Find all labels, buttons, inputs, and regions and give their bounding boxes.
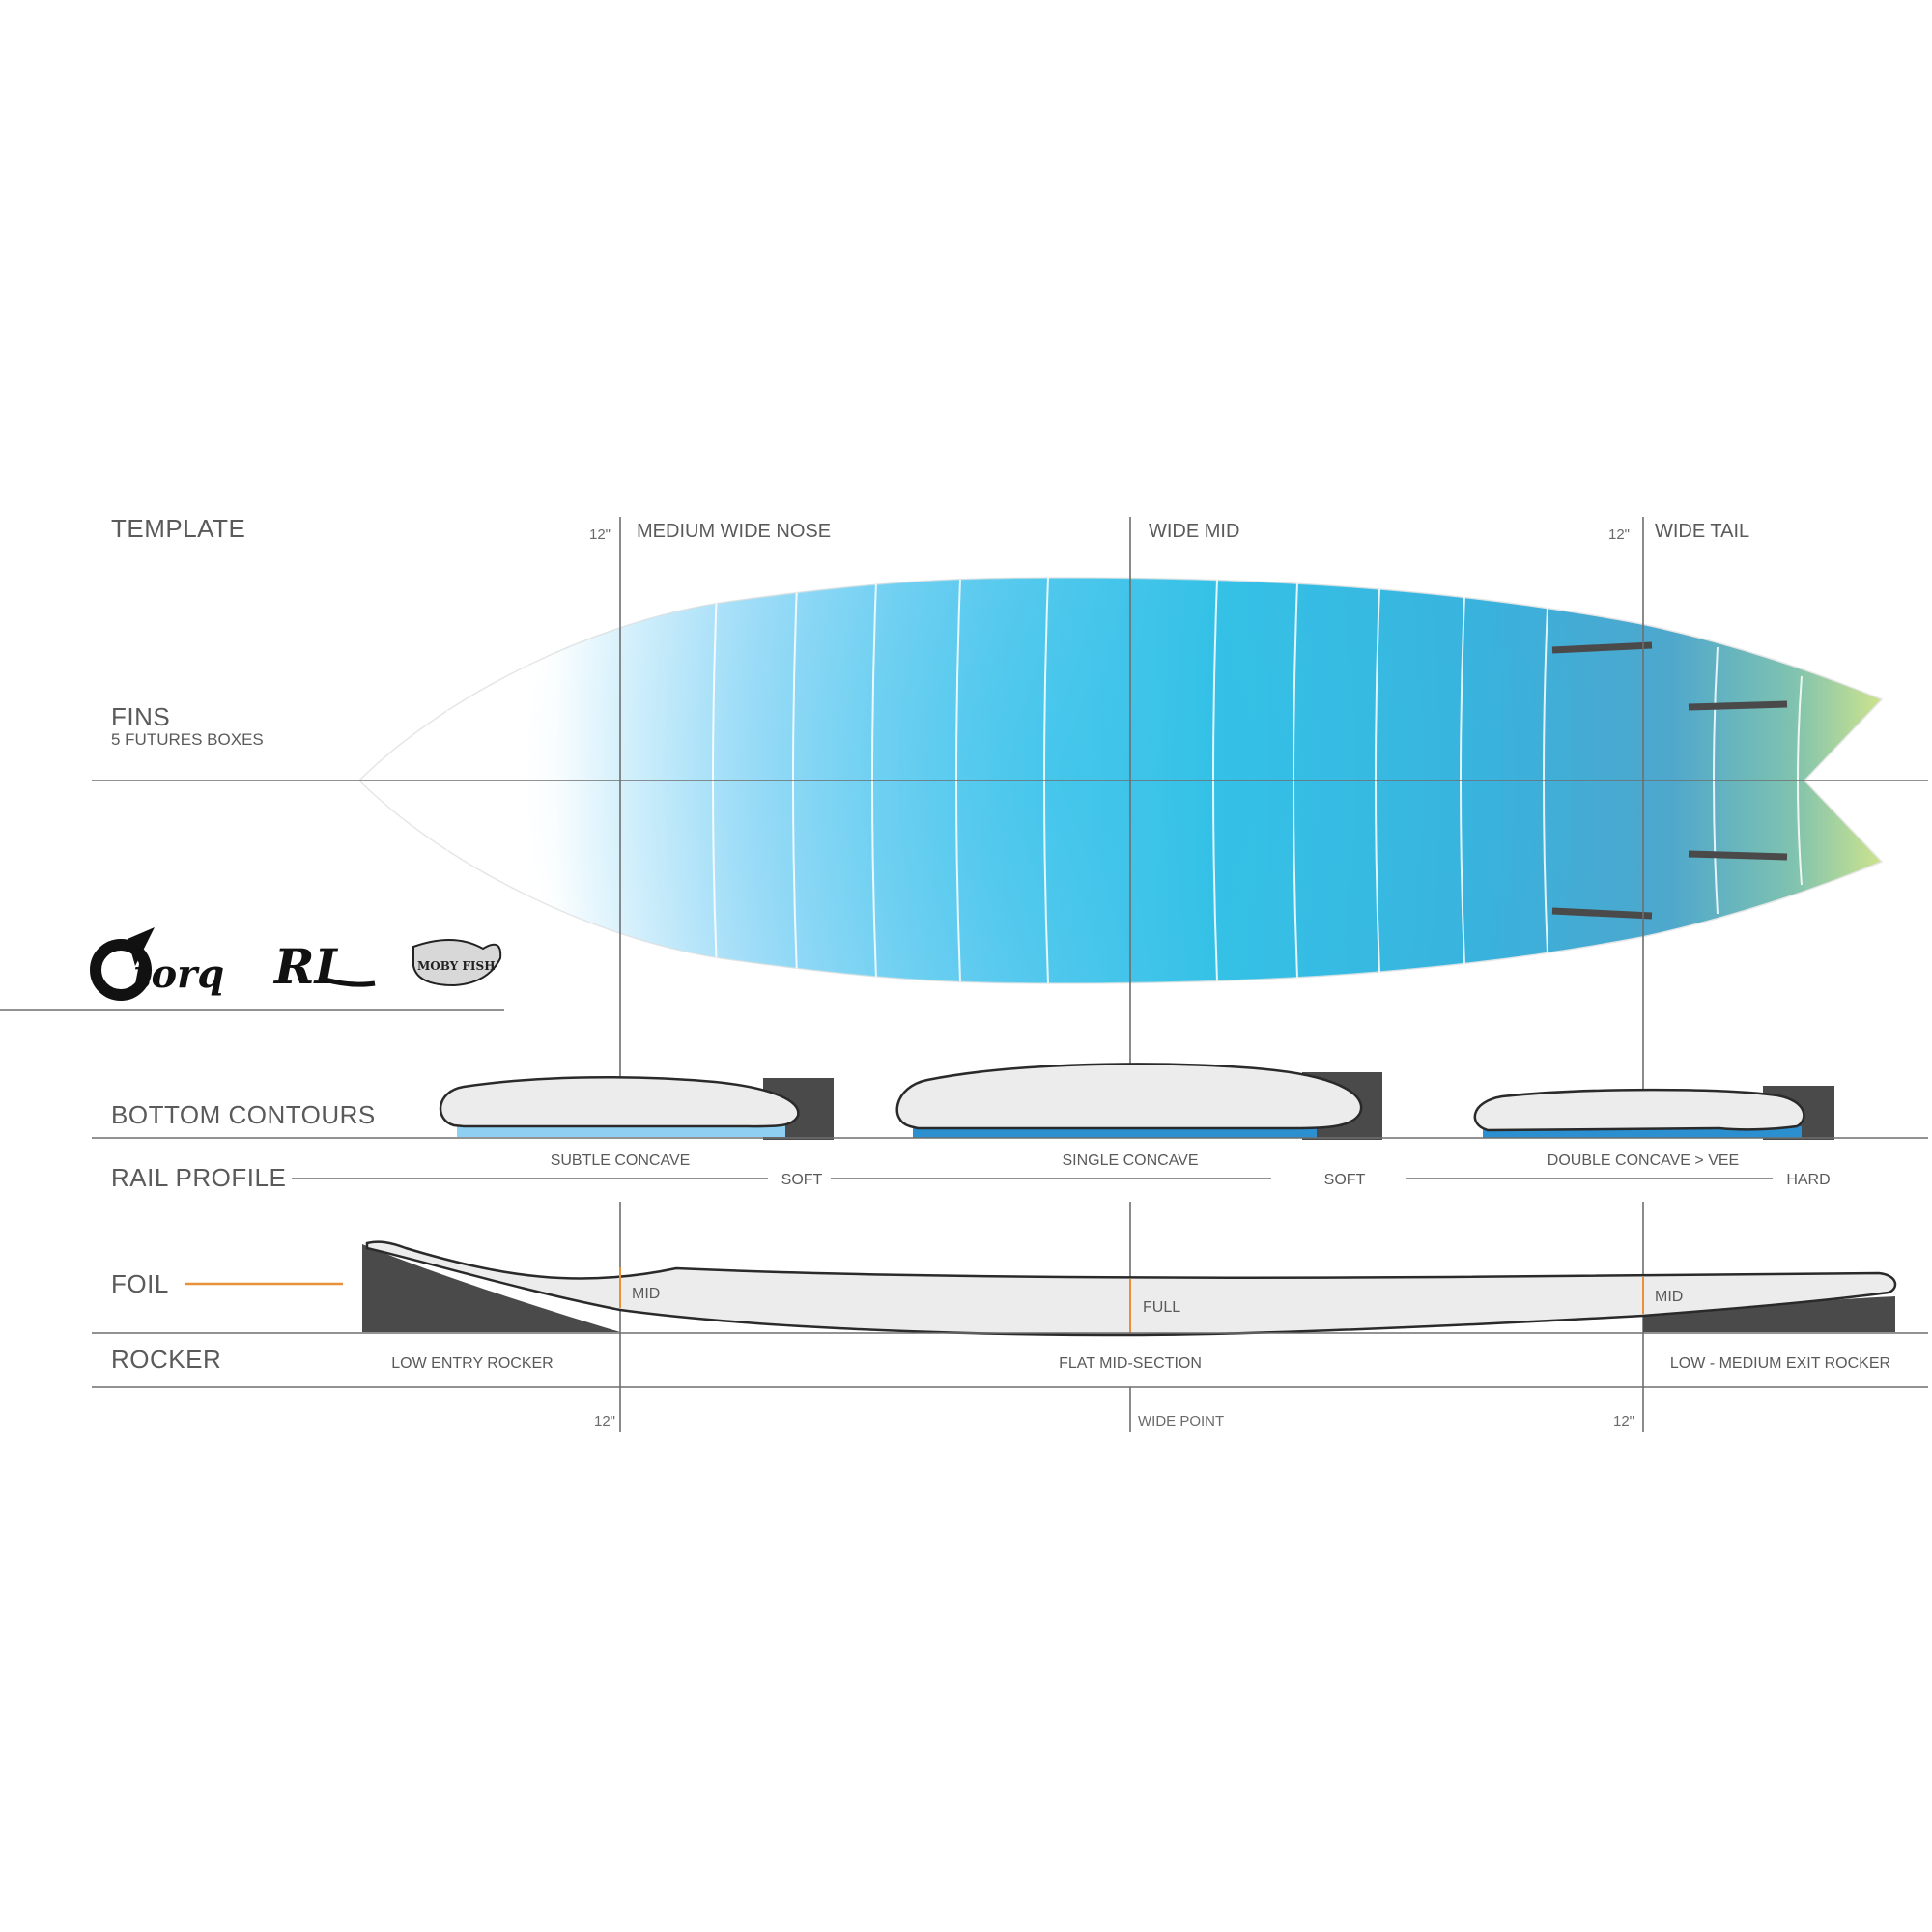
rocker-heading: ROCKER: [111, 1345, 221, 1374]
mid-width-label: WIDE MID: [1149, 521, 1239, 542]
fin-box-4: [1551, 907, 1653, 920]
rail-profile-mid: SOFT: [1324, 1172, 1366, 1188]
ri-logo: RI: [272, 938, 376, 995]
bottom-nose-12in-mark: 12": [594, 1413, 615, 1430]
contour-tail: [1473, 1086, 1834, 1140]
template-heading: TEMPLATE: [111, 514, 245, 543]
rail-profile-nose: SOFT: [781, 1172, 823, 1188]
torq-logo: torq: [90, 927, 224, 1001]
fin-box-3: [1688, 850, 1788, 861]
contour-mid: [895, 1063, 1382, 1140]
wide-point-label: WIDE POINT: [1138, 1413, 1224, 1430]
rail-profile-tail: HARD: [1786, 1172, 1830, 1188]
nose-12in-mark: 12": [589, 526, 611, 543]
foil-heading: FOIL: [111, 1269, 169, 1298]
foil-mid-label: FULL: [1143, 1299, 1180, 1316]
moby-fish-logo-text: MOBY FISH: [417, 959, 496, 973]
tail-width-label: WIDE TAIL: [1655, 521, 1749, 542]
nose-width-label: MEDIUM WIDE NOSE: [637, 521, 831, 542]
contour-nose-label: SUBTLE CONCAVE: [551, 1152, 691, 1169]
tail-12in-mark: 12": [1608, 526, 1630, 543]
bottom-tail-12in-mark: 12": [1613, 1413, 1634, 1430]
brand-logos: torq RI MOBY FISH: [90, 927, 502, 1001]
surfboard-template: [357, 577, 1884, 984]
rocker-exit-label: LOW - MEDIUM EXIT ROCKER: [1670, 1355, 1890, 1372]
ri-logo-text: RI: [272, 938, 339, 995]
fin-box-2: [1688, 700, 1788, 711]
fin-box-1: [1551, 641, 1653, 654]
contour-nose: [439, 1076, 834, 1140]
rocker-mid-label: FLAT MID-SECTION: [1059, 1355, 1202, 1372]
moby-fish-logo: MOBY FISH: [412, 938, 502, 987]
rail-profile-heading: RAIL PROFILE: [111, 1163, 286, 1192]
foil-tail-label: MID: [1655, 1289, 1683, 1305]
fin-boxes: [1551, 641, 1788, 920]
contour-mid-label: SINGLE CONCAVE: [1062, 1152, 1198, 1169]
fins-detail: 5 FUTURES BOXES: [111, 730, 264, 749]
foil-nose-label: MID: [632, 1286, 660, 1302]
rocker-entry-label: LOW ENTRY ROCKER: [391, 1355, 553, 1372]
contour-tail-label: DOUBLE CONCAVE > VEE: [1548, 1152, 1739, 1169]
fins-heading: FINS: [111, 702, 170, 731]
foil-rocker-profile: [362, 1240, 1897, 1337]
bottom-contours-heading: BOTTOM CONTOURS: [111, 1100, 376, 1129]
torq-logo-text: torq: [133, 952, 224, 997]
